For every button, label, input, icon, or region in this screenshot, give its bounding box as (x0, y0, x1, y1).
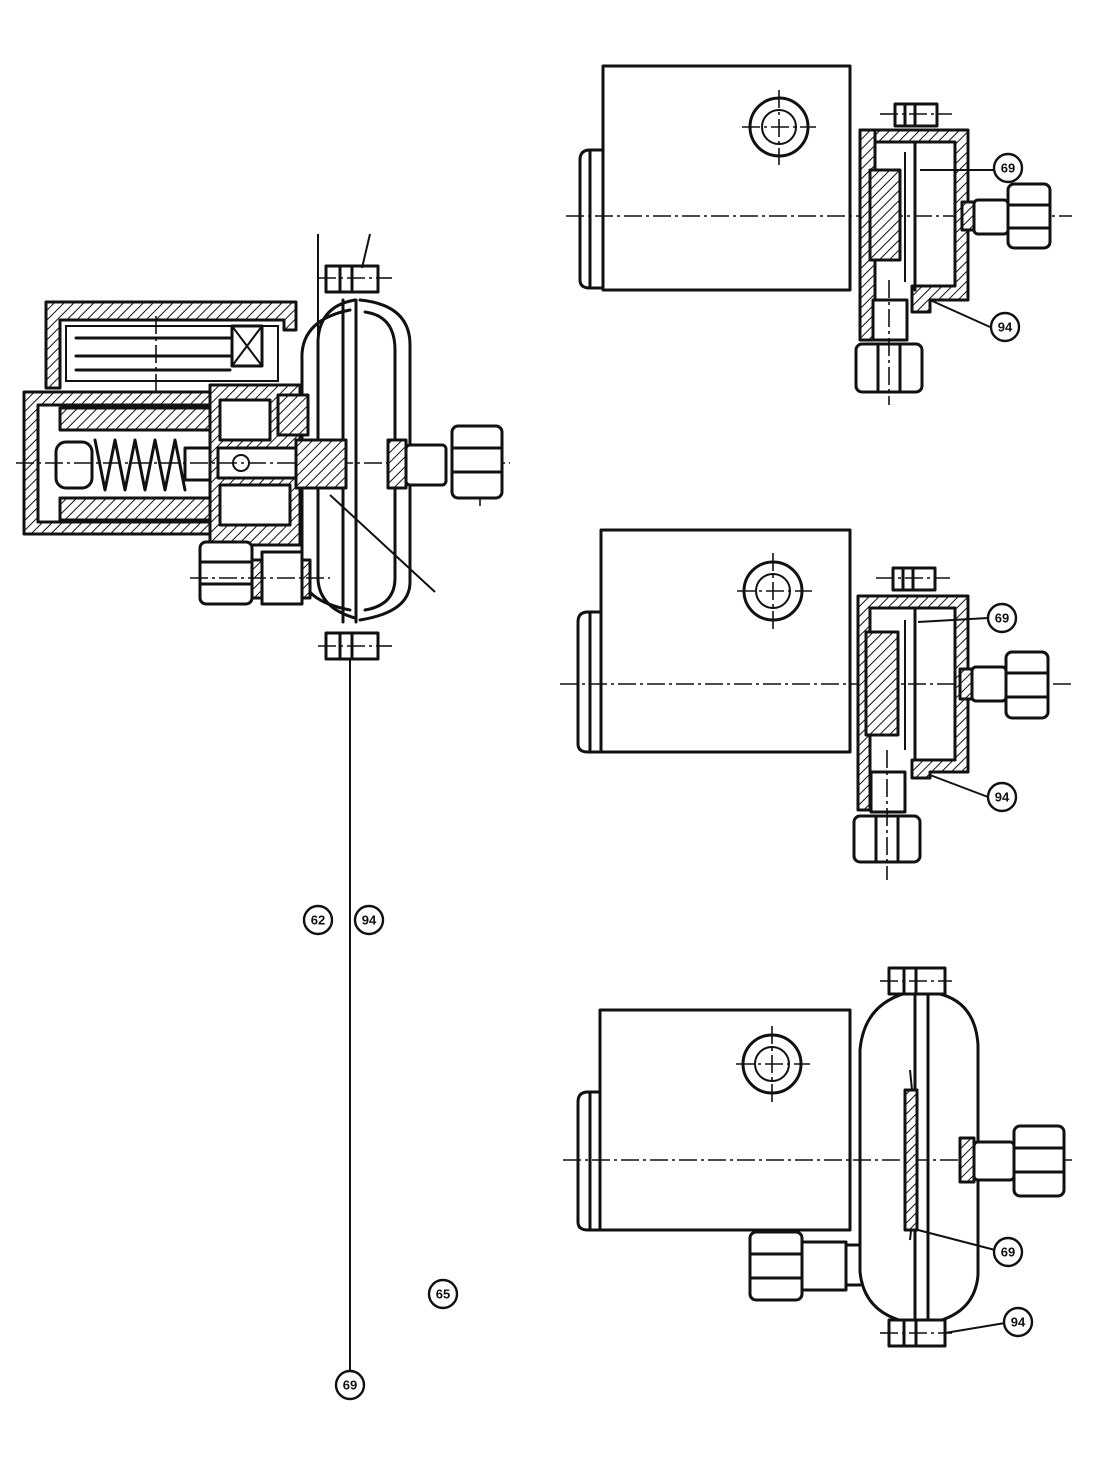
svg-text:94: 94 (998, 320, 1013, 335)
svg-text:62: 62 (311, 913, 325, 928)
callout-94-bottom-left: 94 (353, 904, 385, 936)
svg-text:94: 94 (995, 790, 1010, 805)
callout-69-bottom-right: 69 (992, 1236, 1024, 1268)
callout-69-top-right: 69 (992, 152, 1024, 184)
callout-69-middle-right: 69 (986, 602, 1018, 634)
svg-text:94: 94 (1011, 1315, 1026, 1330)
svg-text:69: 69 (1001, 1245, 1015, 1260)
svg-text:65: 65 (436, 1287, 450, 1302)
callout-94-middle-right: 94 (986, 781, 1018, 813)
callout-94-top-right: 94 (989, 311, 1021, 343)
figure-top-right (566, 64, 1072, 405)
callout-94-bottom-right: 94 (1002, 1306, 1034, 1338)
svg-text:69: 69 (1001, 161, 1015, 176)
callout-62: 62 (302, 904, 334, 936)
svg-text:69: 69 (343, 1378, 357, 1393)
callout-65: 65 (427, 1278, 459, 1310)
figure-bottom-right (563, 966, 1072, 1348)
svg-text:69: 69 (995, 611, 1009, 626)
svg-text:94: 94 (362, 913, 377, 928)
figure-bottom-left (16, 233, 510, 1370)
callout-69-bottom-left: 69 (334, 1369, 366, 1401)
figure-middle-right (560, 528, 1072, 880)
